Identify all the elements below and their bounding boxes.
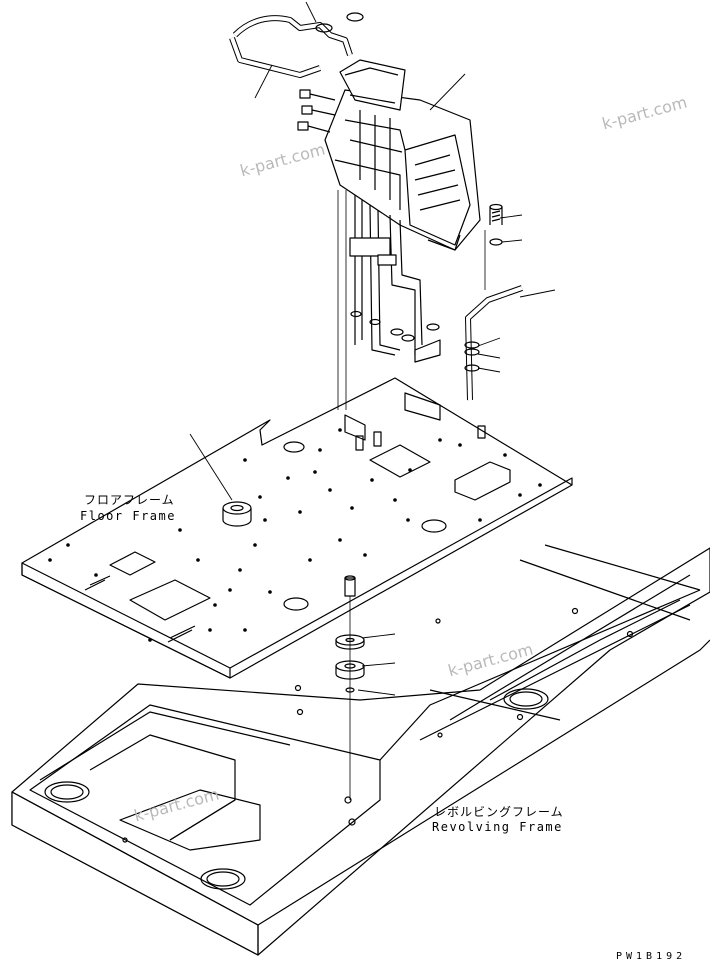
floor-frame-label-en: Floor Frame (80, 509, 176, 523)
revolving-frame-label-en: Revolving Frame (432, 820, 563, 834)
wire-connectors (297, 89, 336, 133)
revolving-frame-label-jp: レボルビングフレーム (434, 805, 564, 819)
floor-frame (21, 377, 573, 679)
floor-frame-holes (48, 428, 542, 642)
air-conditioner-unit (324, 59, 481, 251)
floor-frame-label-jp: フロアフレーム (84, 493, 175, 507)
drain-hose (464, 285, 523, 401)
bolt-and-washer (489, 203, 503, 246)
drawing-code: PW1B192 (616, 951, 687, 962)
revolving-frame (11, 544, 710, 956)
mount-on-floor (222, 501, 252, 527)
refrigerant-pipes (349, 195, 441, 363)
leader-lines (189, 1, 556, 696)
hose-assembly (229, 12, 364, 78)
